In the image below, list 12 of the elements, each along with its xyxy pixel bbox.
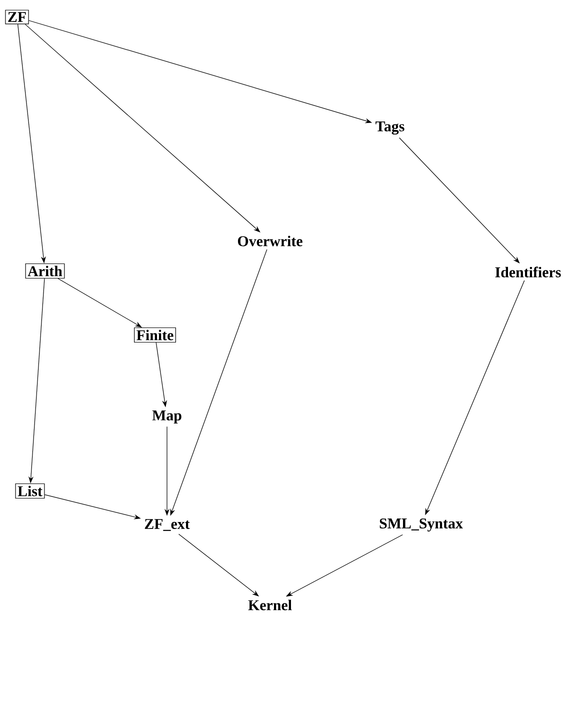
module-label: Kernel [248, 600, 292, 610]
module-label: Map [152, 410, 182, 424]
module-label: Overwrite [238, 236, 302, 246]
module-box: List [15, 483, 45, 499]
module-label: ZF_ext [144, 519, 190, 531]
module-box: ZF [5, 10, 29, 24]
module-box: Arith [25, 263, 65, 279]
module-box: Finite [134, 327, 176, 343]
module-label: SML_Syntax [380, 518, 463, 532]
arrow [399, 137, 520, 264]
module-label: Identifiers [495, 266, 561, 278]
module-label: Tags [376, 121, 404, 135]
